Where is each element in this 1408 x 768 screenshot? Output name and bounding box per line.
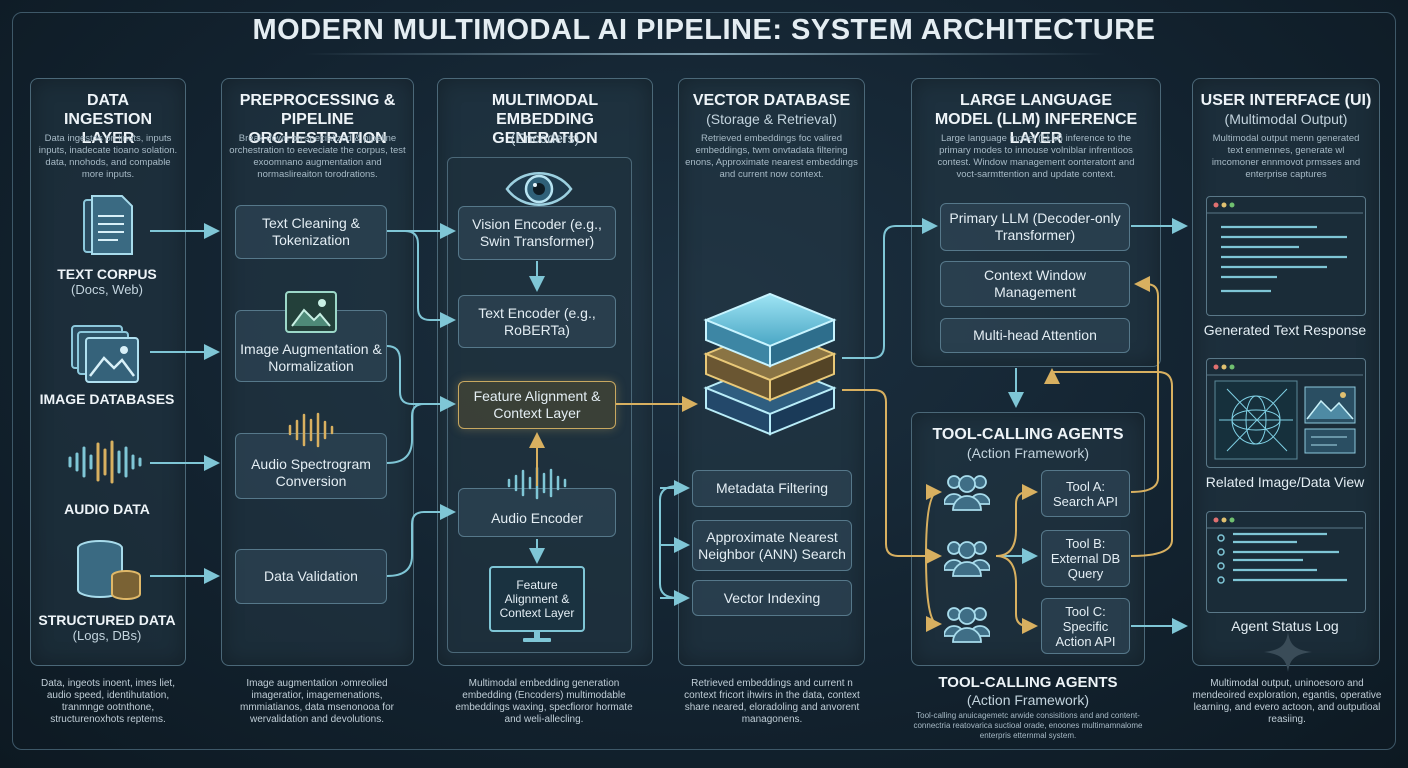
audio-encoder-waveform-icon	[507, 466, 567, 500]
ui-desc: Multimodal output menn generated text en…	[1211, 133, 1361, 180]
structured-data-title: STRUCTURED DATA	[38, 612, 176, 628]
llm-title: LARGE LANGUAGE MODEL (LLM) INFERENCE LAY…	[934, 92, 1138, 147]
text-encoder[interactable]: Text Encoder (e.g., RoBERTa)	[458, 295, 616, 348]
ingestion-note: Data, ingeots inoent, imes liet, audio s…	[41, 678, 175, 725]
multi-head-attention[interactable]: Multi-head Attention	[940, 318, 1130, 353]
embedding-title: MULTIMODAL EMBEDDING GENERATION	[491, 92, 599, 147]
agents-note-subtitle: (Action Framework)	[966, 692, 1090, 708]
primary-llm[interactable]: Primary LLM (Decoder-only Transformer)	[940, 203, 1130, 251]
audio-spectrogram-step[interactable]: Audio Spectrogram Conversion	[235, 433, 387, 499]
agent-group-icon-3	[944, 607, 990, 643]
status-log-icon	[1207, 517, 1363, 584]
source-structured-label: STRUCTURED DATA (Logs, DBs)	[36, 612, 178, 643]
title-rule	[304, 53, 1106, 55]
image-augmentation-step[interactable]: Image Augmentation & Normalization	[235, 310, 387, 382]
text-cleaning-step[interactable]: Text Cleaning & Tokenization	[235, 205, 387, 259]
audio-encoder-label: Audio Encoder	[491, 510, 583, 526]
image-stack-icon	[71, 325, 139, 383]
ui-title: USER INTERFACE (UI)	[1200, 92, 1372, 109]
image-databases-title: IMAGE DATABASES	[39, 391, 175, 407]
related-image-panel	[1206, 358, 1366, 468]
monitor-display: Feature Alignment & Context Layer	[489, 566, 585, 632]
generated-text-label: Generated Text Response	[1203, 322, 1367, 338]
ui-note: Multimodal output, uninoesoro and mendeo…	[1192, 678, 1382, 725]
spectrogram-waveform-icon	[288, 412, 334, 448]
agents-note-text: Tool-calling anuicagemetc arwide consisi…	[913, 711, 1143, 740]
eye-icon	[505, 172, 573, 206]
related-image-label: Related Image/Data View	[1205, 474, 1365, 490]
agent-group-icon-2	[944, 541, 990, 577]
tool-a-search-api[interactable]: Tool A: Search API	[1041, 470, 1130, 517]
audio-encoder[interactable]: Audio Encoder	[458, 488, 616, 537]
tool-b-external-db[interactable]: Tool B: External DB Query	[1041, 530, 1130, 587]
outer-frame	[12, 12, 1396, 750]
text-corpus-sub: (Docs, Web)	[71, 282, 143, 297]
agents-note-title: TOOL-CALLING AGENTS	[938, 674, 1118, 691]
waveform-icon	[68, 440, 142, 484]
text-corpus-title: TEXT CORPUS	[57, 266, 157, 282]
image-augmentation-icon	[285, 291, 337, 333]
ann-search[interactable]: Approximate Nearest Neighbor (ANN) Searc…	[692, 520, 852, 571]
preprocessing-title: PREPROCESSING & PIPELINE ORCHESTRATION	[239, 92, 396, 147]
agents-note-block: TOOL-CALLING AGENTS (Action Framework) T…	[904, 674, 1152, 741]
page-title: MODERN MULTIMODAL AI PIPELINE: SYSTEM AR…	[252, 14, 1156, 46]
audio-spectrogram-label: Audio Spectrogram Conversion	[251, 456, 371, 489]
ingestion-desc: Data ingestos on linuts, inputs inputs, …	[38, 133, 178, 180]
feature-alignment-layer[interactable]: Feature Alignment & Context Layer	[458, 381, 616, 429]
structured-data-sub: (Logs, DBs)	[72, 628, 142, 643]
agents-subtitle: (Action Framework)	[966, 445, 1090, 461]
image-augmentation-label: Image Augmentation & Normalization	[240, 341, 382, 374]
metadata-filtering[interactable]: Metadata Filtering	[692, 470, 852, 507]
vision-encoder[interactable]: Vision Encoder (e.g., Swin Transformer)	[458, 206, 616, 260]
agent-status-panel	[1206, 511, 1366, 613]
sparkle-icon	[1264, 632, 1312, 672]
embedding-note: Multimodal embedding generation embeddin…	[455, 678, 633, 725]
embedding-subtitle: (Encoders)	[510, 130, 580, 146]
vector-db-title: VECTOR DATABASE	[692, 92, 851, 109]
vector-indexing[interactable]: Vector Indexing	[692, 580, 852, 616]
agents-title: TOOL-CALLING AGENTS	[932, 426, 1124, 443]
source-image-db-label: IMAGE DATABASES	[36, 391, 178, 407]
preprocessing-desc: Break down on specialized & pipeline orc…	[229, 133, 406, 180]
text-lines-icon	[1207, 202, 1363, 293]
source-audio-label: AUDIO DATA	[36, 501, 178, 517]
data-validation-step[interactable]: Data Validation	[235, 549, 387, 604]
vector-db-desc: Retrieved embeddings foc valired embeddi…	[685, 133, 858, 180]
monitor-label: Feature Alignment & Context Layer	[499, 578, 575, 620]
ingestion-title: DATA INGESTION LAYER	[63, 92, 152, 147]
vector-db-subtitle: (Storage & Retrieval)	[706, 111, 837, 127]
monitor-stand-icon	[523, 632, 551, 642]
document-icon	[83, 195, 133, 255]
generated-text-panel	[1206, 196, 1366, 316]
preprocessing-note: Image augmentation ›omreolied imageratio…	[240, 678, 394, 725]
vector-db-note: Retrieved embeddings and current n conte…	[684, 678, 860, 725]
agent-status-label: Agent Status Log	[1231, 618, 1339, 634]
vector-db-stack-icon	[703, 292, 837, 436]
source-text-corpus-label: TEXT CORPUS (Docs, Web)	[36, 266, 178, 297]
audio-data-title: AUDIO DATA	[64, 501, 150, 517]
context-window-management[interactable]: Context Window Management	[940, 261, 1130, 307]
database-icon	[77, 540, 141, 600]
image-view-icon	[1207, 364, 1363, 460]
llm-desc: Large language model (LLM) inference to …	[937, 133, 1135, 180]
tool-c-action-api[interactable]: Tool C: Specific Action API	[1041, 598, 1130, 654]
agent-group-icon-1	[944, 475, 990, 511]
ui-subtitle: (Multimodal Output)	[1224, 111, 1348, 127]
